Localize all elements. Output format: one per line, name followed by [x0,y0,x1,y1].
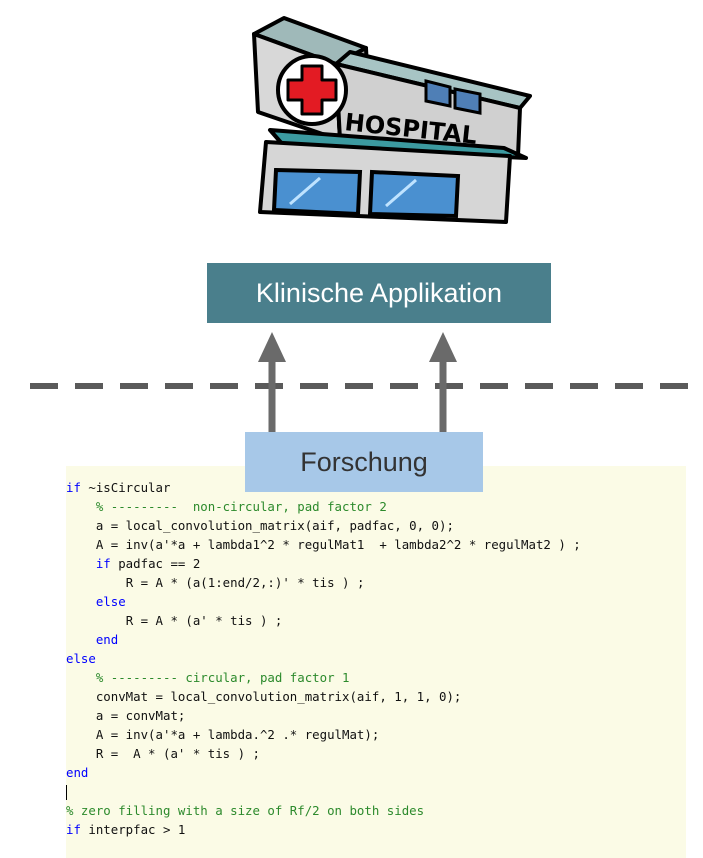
code-indent [66,708,96,723]
code-line: R = A * (a' * tis ) ; [66,744,581,763]
code-comment: % zero filling with a size of Rf/2 on bo… [66,803,425,818]
code-indent [66,746,96,761]
code-line: if interpfac > 1 [66,820,581,839]
code-comment: % --------- non-circular, pad factor 2 [95,499,387,514]
arrow-right [429,332,457,432]
text-cursor [66,785,67,800]
code-text: R = A * (a' * tis ) ; [125,613,283,628]
code-line: R = A * (a(1:end/2,:)' * tis ) ; [66,573,581,592]
code-line: a = convMat; [66,706,581,725]
code-panel: if ~isCircular % --------- non-circular,… [66,466,686,858]
code-line [66,782,581,801]
code-text: padfac == 2 [110,556,201,571]
code-line: else [66,649,581,668]
code-indent [66,632,96,647]
code-indent [66,518,96,533]
code-indent [66,594,96,609]
clinical-application-box: Klinische Applikation [207,263,551,323]
code-text: ~isCircular [80,480,171,495]
code-comment: % --------- circular, pad factor 1 [95,670,350,685]
code-indent [66,556,96,571]
code-line: % --------- circular, pad factor 1 [66,668,581,687]
code-text: a = local_convolution_matrix(aif, padfac… [95,518,454,533]
code-indent [66,727,96,742]
code-line: A = inv(a'*a + lambda.^2 .* regulMat); [66,725,581,744]
code-line: else [66,592,581,611]
code-indent [66,499,96,514]
research-box: Forschung [245,432,483,492]
clinical-application-label: Klinische Applikation [255,277,503,308]
code-text: A = inv(a'*a + lambda1^2 * regulMat1 + l… [95,537,581,552]
code-indent [66,575,126,590]
code-line: % zero filling with a size of Rf/2 on bo… [66,801,581,820]
code-keyword: else [66,651,96,666]
transfer-arrows [30,332,703,432]
code-text: R = A * (a(1:end/2,:)' * tis ) ; [125,575,365,590]
code-text: A = inv(a'*a + lambda.^2 .* regulMat); [95,727,380,742]
code-text: interpfac > 1 [80,822,186,837]
code-indent [66,613,126,628]
code-line: if padfac == 2 [66,554,581,573]
code-line: % --------- non-circular, pad factor 2 [66,497,581,516]
code-keyword: if [95,556,111,571]
code-keyword: end [95,632,119,647]
hospital-illustration: HOSPITAL [252,16,532,224]
code-line: if ~isCircular [66,478,581,497]
code-keyword: if [66,480,81,495]
code-keyword: else [95,594,126,609]
code-indent [66,670,96,685]
code-text: a = convMat; [95,708,186,723]
code-keyword: if [66,822,81,837]
code-block: if ~isCircular % --------- non-circular,… [66,478,581,839]
code-line: convMat = local_convolution_matrix(aif, … [66,687,581,706]
code-keyword: end [66,765,89,780]
code-indent [66,537,96,552]
code-text: convMat = local_convolution_matrix(aif, … [95,689,462,704]
code-indent [66,689,96,704]
code-line: end [66,630,581,649]
code-text: R = A * (a' * tis ) ; [95,746,260,761]
code-line: a = local_convolution_matrix(aif, padfac… [66,516,581,535]
code-line: R = A * (a' * tis ) ; [66,611,581,630]
arrow-left [258,332,286,432]
code-line: end [66,763,581,782]
research-label: Forschung [300,446,428,477]
code-line: A = inv(a'*a + lambda1^2 * regulMat1 + l… [66,535,581,554]
